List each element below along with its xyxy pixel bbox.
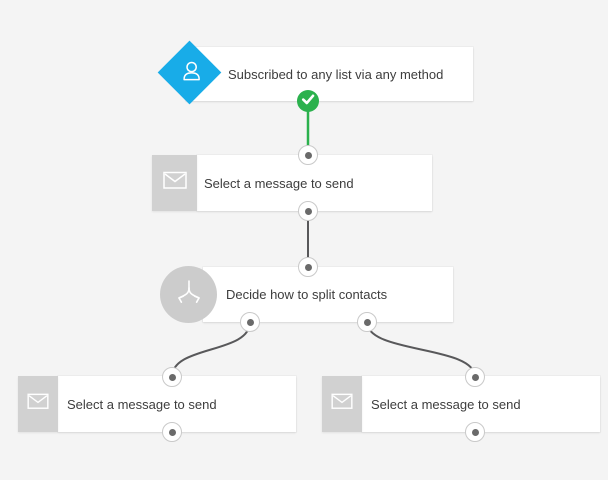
port-dot xyxy=(471,428,479,436)
split-icon-circle[interactable] xyxy=(160,266,217,323)
message-top-icon-box[interactable] xyxy=(152,155,197,211)
connector-split-to-left-message xyxy=(171,321,251,378)
connector-port[interactable] xyxy=(465,422,485,442)
split-step-label: Decide how to split contacts xyxy=(226,287,388,302)
split-step-card[interactable]: Decide how to split contacts xyxy=(203,267,453,322)
connector-port[interactable] xyxy=(240,312,260,332)
trigger-step-card[interactable]: Subscribed to any list via any method xyxy=(186,47,473,101)
message-left-icon-box[interactable] xyxy=(18,376,58,432)
port-dot xyxy=(246,318,254,326)
connector-port[interactable] xyxy=(298,145,318,165)
connector-port[interactable] xyxy=(465,367,485,387)
trigger-diamond[interactable] xyxy=(157,40,222,105)
connector-port[interactable] xyxy=(162,367,182,387)
connector-port[interactable] xyxy=(298,201,318,221)
message-top-step-card[interactable]: Select a message to send xyxy=(197,155,432,211)
checkmark-icon xyxy=(297,88,319,115)
envelope-icon xyxy=(27,393,49,415)
port-dot xyxy=(168,373,176,381)
port-dot xyxy=(304,207,312,215)
trigger-step-label: Subscribed to any list via any method xyxy=(228,66,444,82)
envelope-icon xyxy=(331,393,353,415)
split-arrows-icon xyxy=(171,279,207,310)
message-left-step-label: Select a message to send xyxy=(67,396,217,412)
envelope-icon xyxy=(162,171,187,195)
message-right-step-label: Select a message to send xyxy=(371,396,521,412)
person-icon xyxy=(169,52,209,92)
message-right-step-card[interactable]: Select a message to send xyxy=(362,376,600,432)
trigger-status-badge xyxy=(297,90,319,112)
message-right-icon-box[interactable] xyxy=(322,376,362,432)
message-top-step-label: Select a message to send xyxy=(204,175,354,191)
port-dot xyxy=(168,428,176,436)
connector-port[interactable] xyxy=(357,312,377,332)
port-dot xyxy=(471,373,479,381)
connector-port[interactable] xyxy=(162,422,182,442)
port-dot xyxy=(363,318,371,326)
port-dot xyxy=(304,151,312,159)
connector-split-to-right-message xyxy=(366,321,476,378)
connector-port[interactable] xyxy=(298,257,318,277)
port-dot xyxy=(304,263,312,271)
